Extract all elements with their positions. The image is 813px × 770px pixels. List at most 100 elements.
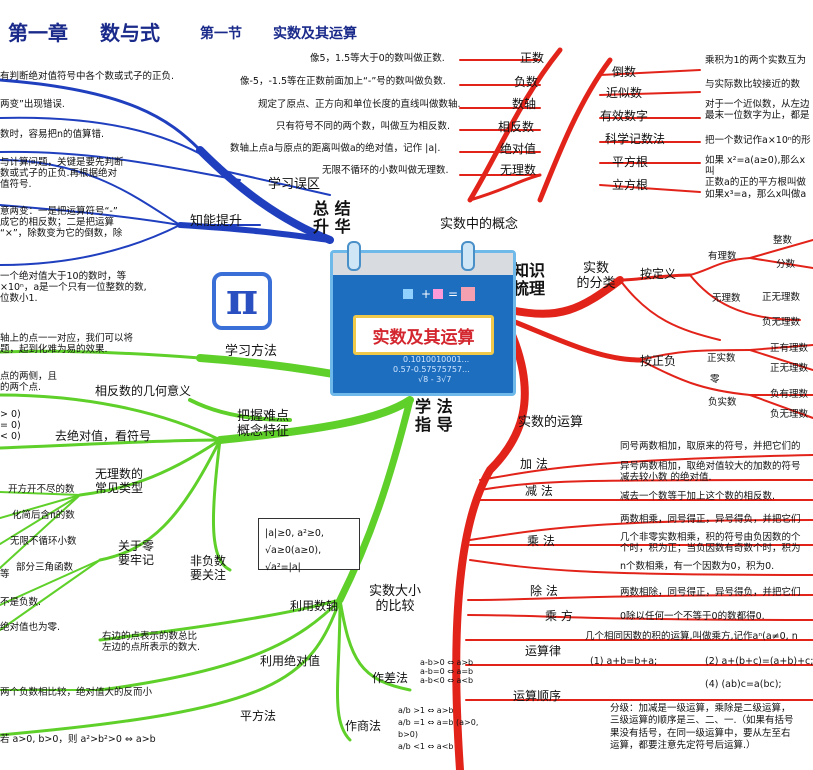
pi-icon: π [212,272,272,330]
center-calendar: + = 实数及其运算 0.1010010001... 0.57-0.575757… [330,241,516,396]
div-note-2: 0除以任何一个不等于0的数都得0. [620,611,765,622]
label-square: 平方法 [240,709,277,723]
note-reciprocal: 乘积为1的两个实数互为 [705,55,807,66]
note-sqrt: 如果 x²=a(a≥0),那么x叫 正数a的正的平方根叫做 [705,155,806,188]
square-icon [403,289,413,299]
label-irr-types: 无理数的 常见类型 [95,467,144,495]
envelope-icon [461,287,475,301]
center-formula-3: √8 - 3√7 [418,375,452,384]
square-icon [433,289,443,299]
hub-method: 学 法 指 导 [415,397,453,435]
label-learn-method: 学习方法 [225,344,278,359]
subject-title: 数与式 [100,21,160,45]
law-2: (2) a+(b+c)=(a+b)+c; [705,656,813,667]
note-irrational: 无限不循环的小数叫做无理数. [322,165,449,176]
pow-note: 几个相同因数的积的运算,叫做乘方,记作aⁿ(a≠0, n [585,631,798,642]
label-quot: 作商法 [345,719,382,733]
label-compare: 实数大小 的比较 [368,584,421,614]
label-pos-irr2: 正无理数 [770,363,809,374]
opp-geo-note: 点的两侧，且 的两个点. [0,371,58,393]
sub-note: 减去一个数等于加上这个数的相反数. [620,491,776,502]
ring-icon [461,241,475,271]
note-negative: 像-5，-1.5等在正数前面加上“-”号的数叫做负数. [240,76,446,87]
hub-concepts: 实数中的概念 [440,217,519,232]
label-pos-irr: 正无理数 [762,292,801,303]
concept-reciprocal: 倒数 [612,65,637,79]
div-note-1: 两数相除，同号得正，异号得负，并把它们 [620,587,801,598]
order-note: 分级：加减是一级运算，乘除是二级运算， 三级运算的顺序是三、二、一.（如果有括号… [610,703,794,752]
label-neg-irr2: 负无理数 [770,409,809,420]
label-by-def: 按定义 [640,267,677,281]
note-scientific: 把一个数记作a×10ⁿ的形 [705,135,811,146]
concept-opposite: 相反数 [498,120,535,134]
axis-note: 右边的点表示的数总比 左边的点所表示的数大. [102,631,201,653]
section-number: 第一节 [200,26,242,42]
label-abs: 去绝对值，看符号 [55,429,152,443]
label-neg-irr: 负无理数 [762,317,801,328]
concept-absolute: 绝对值 [500,142,537,156]
mul-note-3: n个数相乘，有一个因数为0，积为0. [620,561,775,572]
label-sub: 减 法 [525,484,553,498]
learn-note: 轴上的点一一对应，我们可以将 题，起到化难为易的效果. [0,333,134,355]
equals-icon: = [448,287,459,301]
label-grasp: 把握难点 概念特征 [236,409,289,439]
note-absolute: 数轴上点a与原点的距离叫做a的绝对值，记作 |a|. [230,143,441,154]
irr-type-1: 开方开不尽的数 [8,484,75,495]
label-order: 运算顺序 [513,689,562,703]
nonneg-box: |a|≥0, a²≥0, √a≥0(a≥0), √a²=|a| [258,518,360,573]
ring-icon [347,241,361,271]
center-formula-1: 0.1010010001... [403,355,470,364]
label-fraction: 分数 [776,259,796,270]
concept-irrational: 无理数 [500,163,537,177]
label-mul: 乘 法 [527,534,555,548]
law-4: (4) (ab)c=a(bc); [705,679,782,690]
mistake-2: 两变”出现错误. [0,99,65,110]
concept-sigfig: 有效数字 [600,109,649,123]
abs-note: > 0) = 0) < 0) [0,409,21,442]
label-irrational: 无理数 [712,293,741,304]
absuse-note: 两个负数相比较，绝对值大的反而小 [0,687,153,698]
diff-note: a-b>0 ⇔ a>b a-b=0 ⇔ a=b a-b<0 ⇔ a<b [420,658,474,686]
concept-negative: 负数 [514,75,539,89]
plus-icon: + [421,287,432,301]
note-opposite: 只有符号不同的两个数，叫做互为相反数. [276,121,451,132]
zero-note-1: 不是负数. [0,597,42,608]
quot-note: a/b >1 ⇔ a>b a/b =1 ⇔ a=b (a>0, b>0) a/b… [398,706,479,751]
label-zero: 关于零 要牢记 [118,539,155,567]
note-number-line: 规定了原点、正方向和单位长度的直线叫做数轴. [258,99,461,110]
mul-note-1: 两数相乘，同号得正，异号得负，并把它们 [620,514,801,525]
note-positive: 像5，1.5等大于0的数叫做正数. [310,53,445,64]
label-pos-rat: 正有理数 [770,343,809,354]
center-formula-2: 0.57-0.57575757... [393,365,470,374]
irr-type-3: 无限不循环小数 [10,536,77,547]
square-note: 若 a>0, b>0，则 a²>b²>0 ⇔ a>b [0,734,156,745]
label-rational: 有理数 [708,251,737,262]
hub-classify: 知识 梳理 [513,261,546,299]
note-approx: 与实际数比较接近的数 [705,79,801,90]
label-add: 加 法 [520,457,548,471]
label-neg-rat: 负有理数 [770,389,809,400]
label-ops: 实数的运算 [518,415,584,430]
label-neg-real: 负实数 [708,397,737,408]
concept-sqrt: 平方根 [612,155,649,169]
label-mistakes: 学习误区 [268,177,321,192]
concept-cbrt: 立方根 [612,178,649,192]
label-by-sign: 按正负 [640,354,677,368]
improve-2: 一个绝对值大于10的数时，等 ×10ⁿ，a是一个只有一位整数的数, 位数小1. [0,271,147,304]
nonneg-formula: |a|≥0, a²≥0, √a≥0(a≥0), √a²=|a| [265,528,324,574]
label-opp-geo: 相反数的几何意义 [95,384,192,398]
label-law: 运算律 [525,644,562,658]
label-absuse: 利用绝对值 [260,654,321,668]
mistake-4: 与计算问题，关键是要先判断 数或式子的正负.再根据绝对 值符号. [0,157,124,190]
section-title: 实数及其运算 [273,26,357,42]
note-sigfig: 对于一个近似数，从左边 最末一位数字为止，都是 [705,99,810,121]
irr-type-2: 化简后含π的数 [12,510,75,521]
note-cbrt: 如果x³=a，那么x叫做a [705,189,807,200]
concept-scientific: 科学记数法 [605,132,666,146]
label-pow: 乘 方 [545,609,573,623]
label-div: 除 法 [530,584,558,598]
add-note-1: 同号两数相加，取原来的符号，并把它们的 [620,441,801,452]
irr-type-etc: 等 [0,569,10,580]
label-improve: 知能提升 [190,214,243,229]
label-integer: 整数 [773,235,793,246]
